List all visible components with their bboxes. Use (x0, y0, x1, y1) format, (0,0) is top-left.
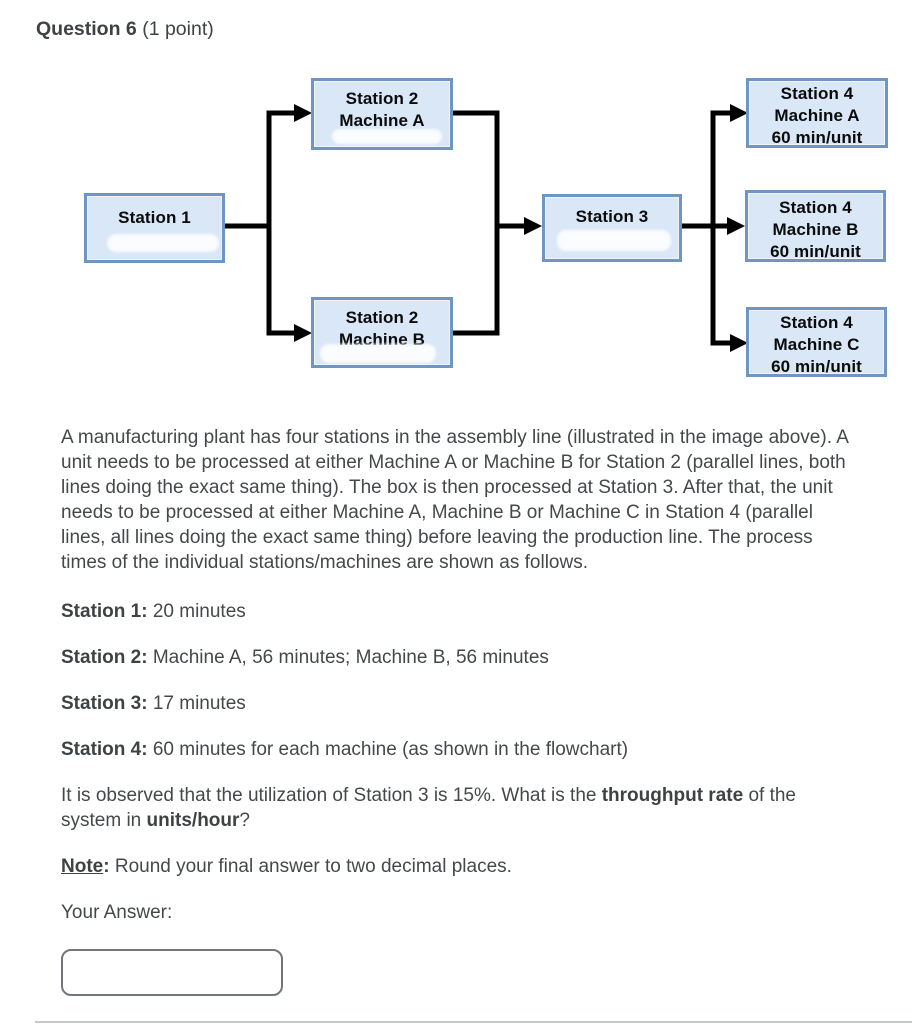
box-label: Machine B (772, 220, 859, 239)
station4-value: 60 minutes for each machine (as shown in… (147, 739, 629, 760)
rounding-note: Note: Round your final answer to two dec… (61, 854, 856, 879)
question-header: Question 6 (1 point) (36, 18, 214, 41)
station1-time-line: Station 1: 20 minutes (61, 599, 856, 624)
station1-label: Station 1: (61, 601, 148, 622)
erased-text-smudge (332, 129, 442, 144)
erased-text-smudge (557, 230, 671, 251)
arrowheads (294, 104, 748, 352)
flowchart-box-station3: Station 3 (542, 194, 682, 262)
box-label: Station 4 (779, 198, 852, 217)
problem-description: A manufacturing plant has four stations … (61, 427, 848, 573)
answer-input[interactable] (61, 949, 283, 996)
bottom-divider (35, 1021, 912, 1023)
box-label: Station 1 (118, 208, 191, 227)
question-text: It is observed that the utilization of S… (61, 785, 602, 806)
question-prompt: It is observed that the utilization of S… (61, 783, 856, 833)
question-body: A manufacturing plant has four stations … (61, 425, 856, 996)
erased-text-smudge (107, 234, 219, 252)
box-label: Machine A (774, 106, 860, 125)
box-label: Machine C (773, 335, 860, 354)
question-number: Question 6 (36, 18, 137, 40)
flowchart-box-station1: Station 1 (84, 193, 225, 263)
question-text: ? (239, 810, 250, 831)
box-label: Station 3 (575, 207, 649, 226)
units-per-hour-emphasis: units/hour (146, 810, 240, 831)
note-colon: : (103, 856, 110, 877)
station1-value: 20 minutes (147, 601, 246, 622)
station3-label: Station 3: (61, 693, 148, 714)
flowchart-connectors (224, 104, 748, 352)
note-text: Round your final answer to two decimal p… (109, 856, 512, 877)
station2-label: Station 2: (61, 647, 148, 668)
box-label: 60 min/unit (771, 357, 862, 376)
throughput-rate-emphasis: throughput rate (601, 785, 744, 806)
box-label: Station 4 (780, 84, 854, 103)
flowchart-box-station2-machine-a: Station 2 Machine A (311, 78, 453, 150)
box-label: Machine A (339, 111, 425, 130)
station4-label: Station 4: (61, 739, 148, 760)
box-label: 60 min/unit (771, 128, 863, 147)
question-points: (1 point) (136, 18, 214, 40)
flowchart-box-station4-machine-b: Station 4 Machine B 60 min/unit (745, 190, 886, 262)
station4-time-line: Station 4: 60 minutes for each machine (… (61, 737, 856, 762)
box-label: Station 2 (345, 89, 419, 108)
station2-value: Machine A, 56 minutes; Machine B, 56 min… (147, 647, 549, 668)
station2-time-line: Station 2: Machine A, 56 minutes; Machin… (61, 645, 856, 670)
flowchart-box-station2-machine-b: Station 2 Machine B (311, 297, 453, 368)
box-label: Station 4 (780, 313, 853, 332)
station3-value: 17 minutes (147, 693, 246, 714)
flowchart-box-station4-machine-c: Station 4 Machine C 60 min/unit (746, 307, 887, 377)
box-label: Station 2 (345, 308, 419, 327)
flowchart-box-station4-machine-a: Station 4 Machine A 60 min/unit (746, 78, 888, 148)
question-text: of the system in (61, 785, 796, 831)
erased-text-smudge (320, 344, 436, 363)
station3-time-line: Station 3: 17 minutes (61, 691, 856, 716)
assembly-line-flowchart: Station 1 Station 2 Machine A Station 2 … (0, 0, 912, 400)
box-label: 60 min/unit (770, 242, 861, 261)
your-answer-label: Your Answer: (61, 902, 173, 923)
note-label: Note (61, 856, 104, 877)
